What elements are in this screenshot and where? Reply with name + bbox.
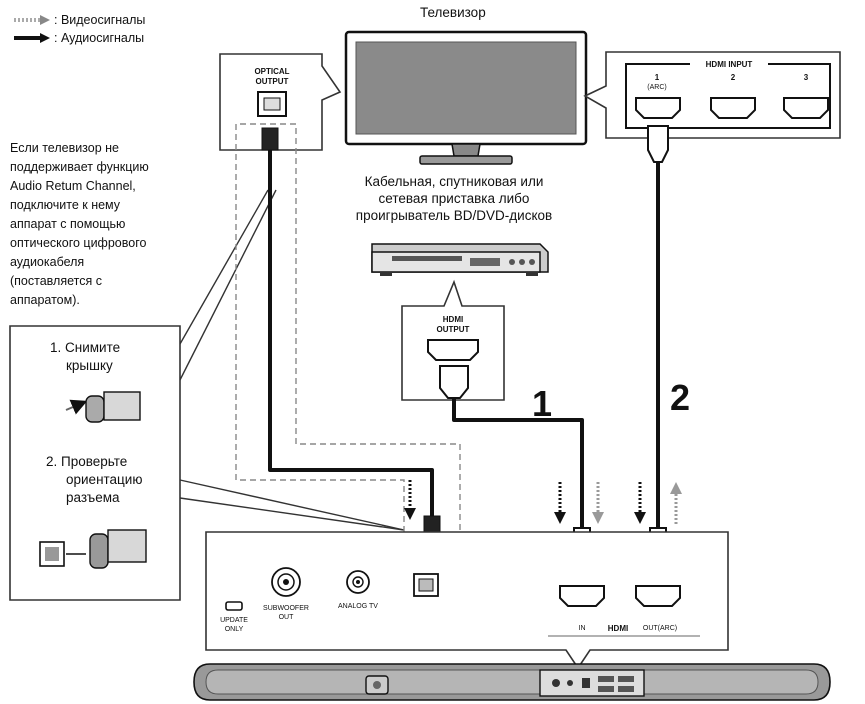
bd-dvd-player-icon (371, 243, 549, 276)
note-line-4: подключите к нему (10, 198, 121, 212)
note-line-1: Если телевизор не (10, 141, 119, 155)
hdmi-input-port1-label: 1 (655, 73, 660, 82)
cable-number-2: 2 (670, 377, 690, 418)
step2-line2: ориентацию (66, 472, 142, 487)
source-device-line3: проигрыватель BD/DVD-дисков (356, 208, 552, 223)
note-line-5: аппарат с помощью (10, 217, 125, 231)
step2-line3: разъема (66, 490, 120, 505)
step2-line1: 2. Проверьте (46, 454, 127, 469)
hdmi-out-arc-port-icon (635, 585, 681, 607)
rear-panel: UPDATE ONLY SUBWOOFER OUT ANALOG TV IN H… (205, 531, 729, 670)
source-device-line2: сетевая приставка либо (379, 191, 530, 206)
audio-arrow-down-out (634, 482, 646, 524)
analog-tv-label: ANALOG TV (338, 603, 378, 610)
hdmi-output-label-1: HDMI (443, 315, 463, 324)
step1-line2: крышку (66, 358, 113, 373)
hdmi-port-1-icon (635, 97, 681, 119)
hdmi-input-port2-label: 2 (731, 73, 736, 82)
update-label-2: ONLY (225, 626, 244, 633)
tv-icon (344, 30, 588, 165)
note-line-2: поддерживает функцию (10, 160, 149, 174)
soundbar-icon (193, 663, 831, 701)
video-arrow-up-out (670, 482, 682, 524)
hdmi-in-port-icon (559, 585, 605, 607)
hdmi-output-label-2: OUTPUT (437, 325, 470, 334)
hdmi-input-callout: HDMI INPUT 1 (ARC) 2 3 (583, 51, 841, 139)
audio-arrow-down-in (554, 482, 566, 524)
source-device-line1: Кабельная, спутниковая или (365, 174, 544, 189)
optical-plug-cap-icon (65, 391, 141, 423)
hdmi-cable-2 (643, 125, 673, 575)
note-line-7: аудиокабеля (10, 255, 84, 269)
audio-signal-arrow-icon (14, 33, 50, 43)
subwoofer-label-1: SUBWOOFER (263, 605, 309, 612)
update-label-1: UPDATE (220, 617, 248, 624)
legend-audio-label: : Аудиосигналы (54, 31, 144, 45)
note-line-6: оптического цифрового (10, 236, 146, 250)
note-line-8: (поставляется с (10, 274, 102, 288)
step1-line1: 1. Снимите (50, 340, 120, 355)
optical-plug-orientation-icon (39, 529, 147, 569)
hdmi-logo: HDMI (608, 624, 628, 633)
tv-title: Телевизор (420, 5, 486, 20)
optical-output-label-2: OUTPUT (256, 77, 289, 86)
hdmi-out-arc-label: OUT(ARC) (643, 625, 677, 632)
analog-tv-jack-icon (346, 570, 370, 594)
hdmi-port-3-icon (783, 97, 829, 119)
hdmi-in-label: IN (579, 625, 586, 632)
usb-update-port-icon (225, 601, 243, 611)
hdmi-input-port1-arc: (ARC) (647, 84, 666, 91)
subwoofer-label-2: OUT (279, 614, 295, 621)
hdmi-output-port-icon (427, 339, 479, 361)
video-arrow-down-in (592, 482, 604, 524)
hdmi-output-callout: HDMI OUTPUT (401, 279, 505, 401)
signal-arrows (404, 480, 682, 524)
optical-output-label-1: OPTICAL (254, 67, 289, 76)
hdmi-input-title: HDMI INPUT (706, 60, 753, 69)
legend: : Видеосигналы : Аудиосигналы (14, 13, 145, 45)
note-line-9: аппаратом). (10, 293, 80, 307)
legend-video-label: : Видеосигналы (54, 13, 145, 27)
steps-box: 1. Снимите крышку 2. Проверьте ориентаци… (9, 189, 405, 601)
video-signal-arrow-icon (14, 15, 50, 25)
hdmi-port-2-icon (710, 97, 756, 119)
optical-input-jack-icon (413, 573, 439, 597)
optical-output-callout: OPTICAL OUTPUT (219, 53, 342, 151)
cable-number-1: 1 (532, 383, 552, 424)
audio-arrow-down-optical (404, 480, 416, 520)
note-line-3: Audio Retum Channel, (10, 179, 136, 193)
optical-note: Если телевизор не поддерживает функцию A… (10, 141, 149, 307)
hdmi-input-port3-label: 3 (804, 73, 809, 82)
subwoofer-out-jack-icon (271, 567, 301, 597)
